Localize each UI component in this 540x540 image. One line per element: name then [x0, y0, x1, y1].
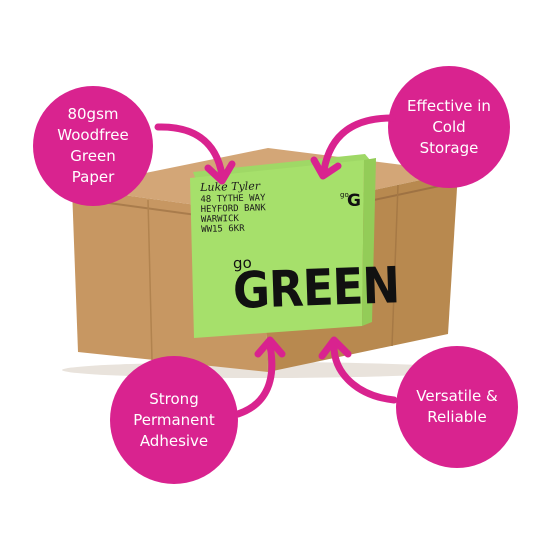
- callout-line: Paper: [71, 168, 115, 186]
- callout-line: Cold: [432, 117, 466, 136]
- callout-circle-4: [396, 346, 518, 468]
- callout-cold-storage: Effective in Cold Storage: [388, 66, 510, 188]
- recipient-name: Luke Tyler: [199, 179, 261, 194]
- callout-line: Adhesive: [139, 431, 209, 450]
- label-band-front: [190, 160, 364, 338]
- callout-line: Versatile &: [416, 387, 498, 405]
- curved-arrow-icon: [234, 336, 286, 418]
- logo-letter: G: [347, 191, 361, 211]
- address-line: WW15 6KR: [201, 223, 245, 235]
- callout-line: Storage: [419, 138, 479, 157]
- callout-woodfree-paper: 80gsm Woodfree Green Paper: [33, 86, 153, 206]
- callout-circle-3: [110, 356, 238, 484]
- fold-line-left: [147, 199, 153, 361]
- slogan: GREEN: [232, 256, 401, 320]
- callout-adhesive: Strong Permanent Adhesive: [110, 356, 238, 484]
- curved-arrow-icon: [310, 114, 396, 180]
- label-band-side: [362, 158, 376, 326]
- callout-line: Green: [70, 147, 116, 165]
- callout-line: Effective in: [407, 96, 491, 115]
- callout-versatile: Versatile & Reliable: [396, 346, 518, 468]
- callout-circle-1: [33, 86, 153, 206]
- callout-line: 80gsm: [67, 105, 119, 123]
- callout-line: Permanent: [133, 410, 215, 429]
- logo-prefix: go: [340, 191, 349, 199]
- callout-circle-2: [388, 66, 510, 188]
- callout-line: Woodfree: [57, 126, 129, 144]
- callout-line: Reliable: [427, 408, 487, 426]
- shipping-address: Luke Tyler 48 TYTHE WAY HEYFORD BANK WAR…: [199, 179, 266, 235]
- callout-line: Strong: [149, 389, 199, 408]
- fold-line-right: [391, 184, 399, 347]
- curved-arrow-icon: [154, 123, 236, 185]
- curved-arrow-icon: [318, 336, 398, 404]
